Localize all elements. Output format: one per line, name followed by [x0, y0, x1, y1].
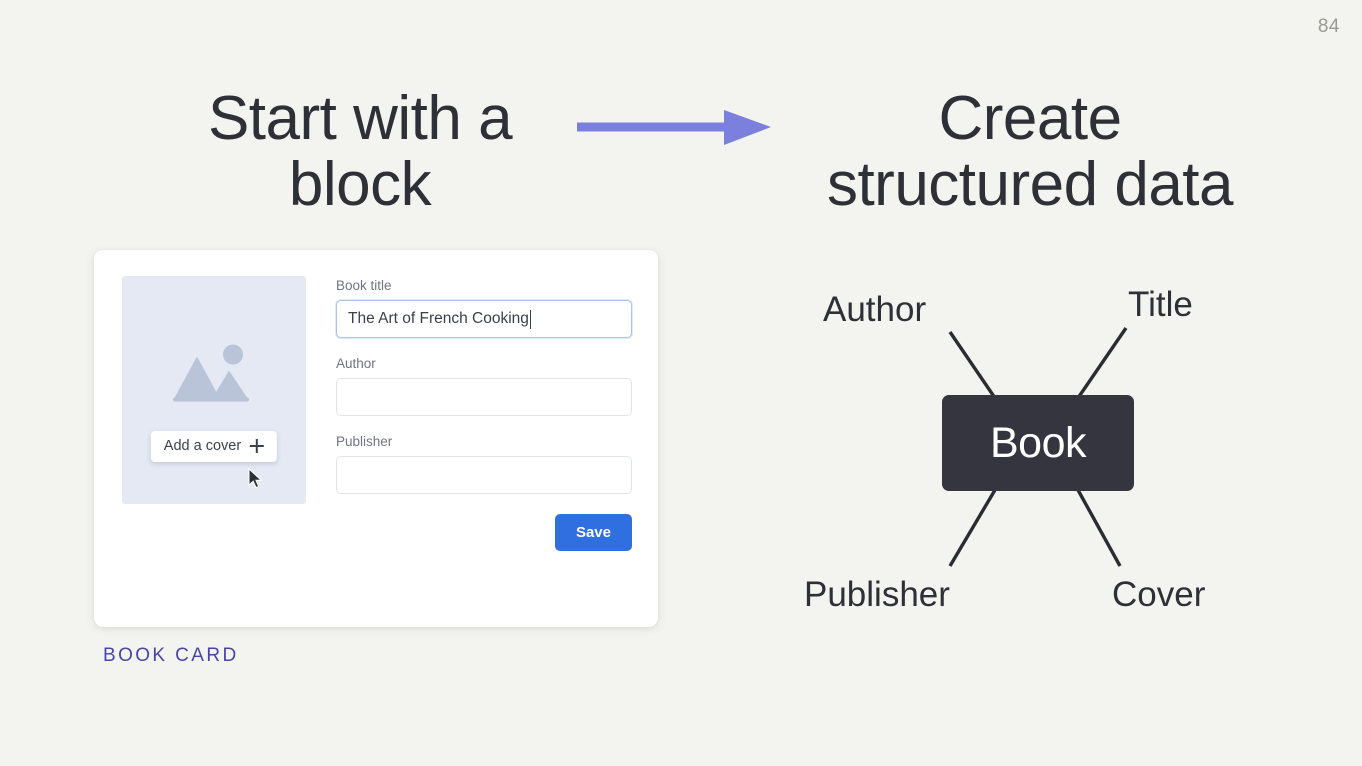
- book-card-caption: BOOK CARD: [103, 645, 239, 666]
- book-title-value: The Art of French Cooking: [348, 310, 529, 327]
- right-arrow-icon: [572, 105, 772, 150]
- field-label-book-title: Book title: [336, 278, 392, 293]
- field-label-publisher: Publisher: [336, 434, 393, 449]
- book-form: Book title The Art of French Cooking Aut…: [336, 278, 632, 551]
- author-input[interactable]: [336, 378, 632, 416]
- save-row: Save: [336, 514, 632, 551]
- publisher-input[interactable]: [336, 456, 632, 494]
- add-cover-button[interactable]: Add a cover: [150, 431, 278, 462]
- diagram-label-title: Title: [1128, 285, 1193, 324]
- field-publisher: Publisher: [336, 434, 632, 494]
- diagram-label-publisher: Publisher: [804, 575, 950, 614]
- image-placeholder-icon: [171, 341, 257, 412]
- diagram-node-book-label: Book: [989, 418, 1087, 467]
- book-title-input[interactable]: The Art of French Cooking: [336, 300, 632, 338]
- book-card: Add a cover Book title The Art of French…: [94, 250, 658, 627]
- diagram-label-author: Author: [823, 290, 927, 329]
- heading-left: Start with a block: [207, 84, 513, 219]
- save-button[interactable]: Save: [554, 514, 632, 551]
- heading-right: Create structured data: [826, 84, 1234, 219]
- field-book-title: Book title The Art of French Cooking: [336, 278, 632, 338]
- diagram-node-book: Book: [942, 395, 1134, 491]
- text-caret: [529, 309, 532, 329]
- diagram-connectors: [948, 327, 1128, 567]
- field-author: Author: [336, 356, 632, 416]
- structured-data-diagram: Book Author Title Publisher Cover: [790, 270, 1260, 635]
- field-label-author: Author: [336, 356, 376, 371]
- add-cover-label: Add a cover: [163, 438, 242, 454]
- plus-icon: [250, 439, 265, 453]
- page-number: 84: [1317, 16, 1340, 37]
- diagram-label-cover: Cover: [1112, 575, 1206, 614]
- cover-placeholder[interactable]: Add a cover: [122, 276, 306, 504]
